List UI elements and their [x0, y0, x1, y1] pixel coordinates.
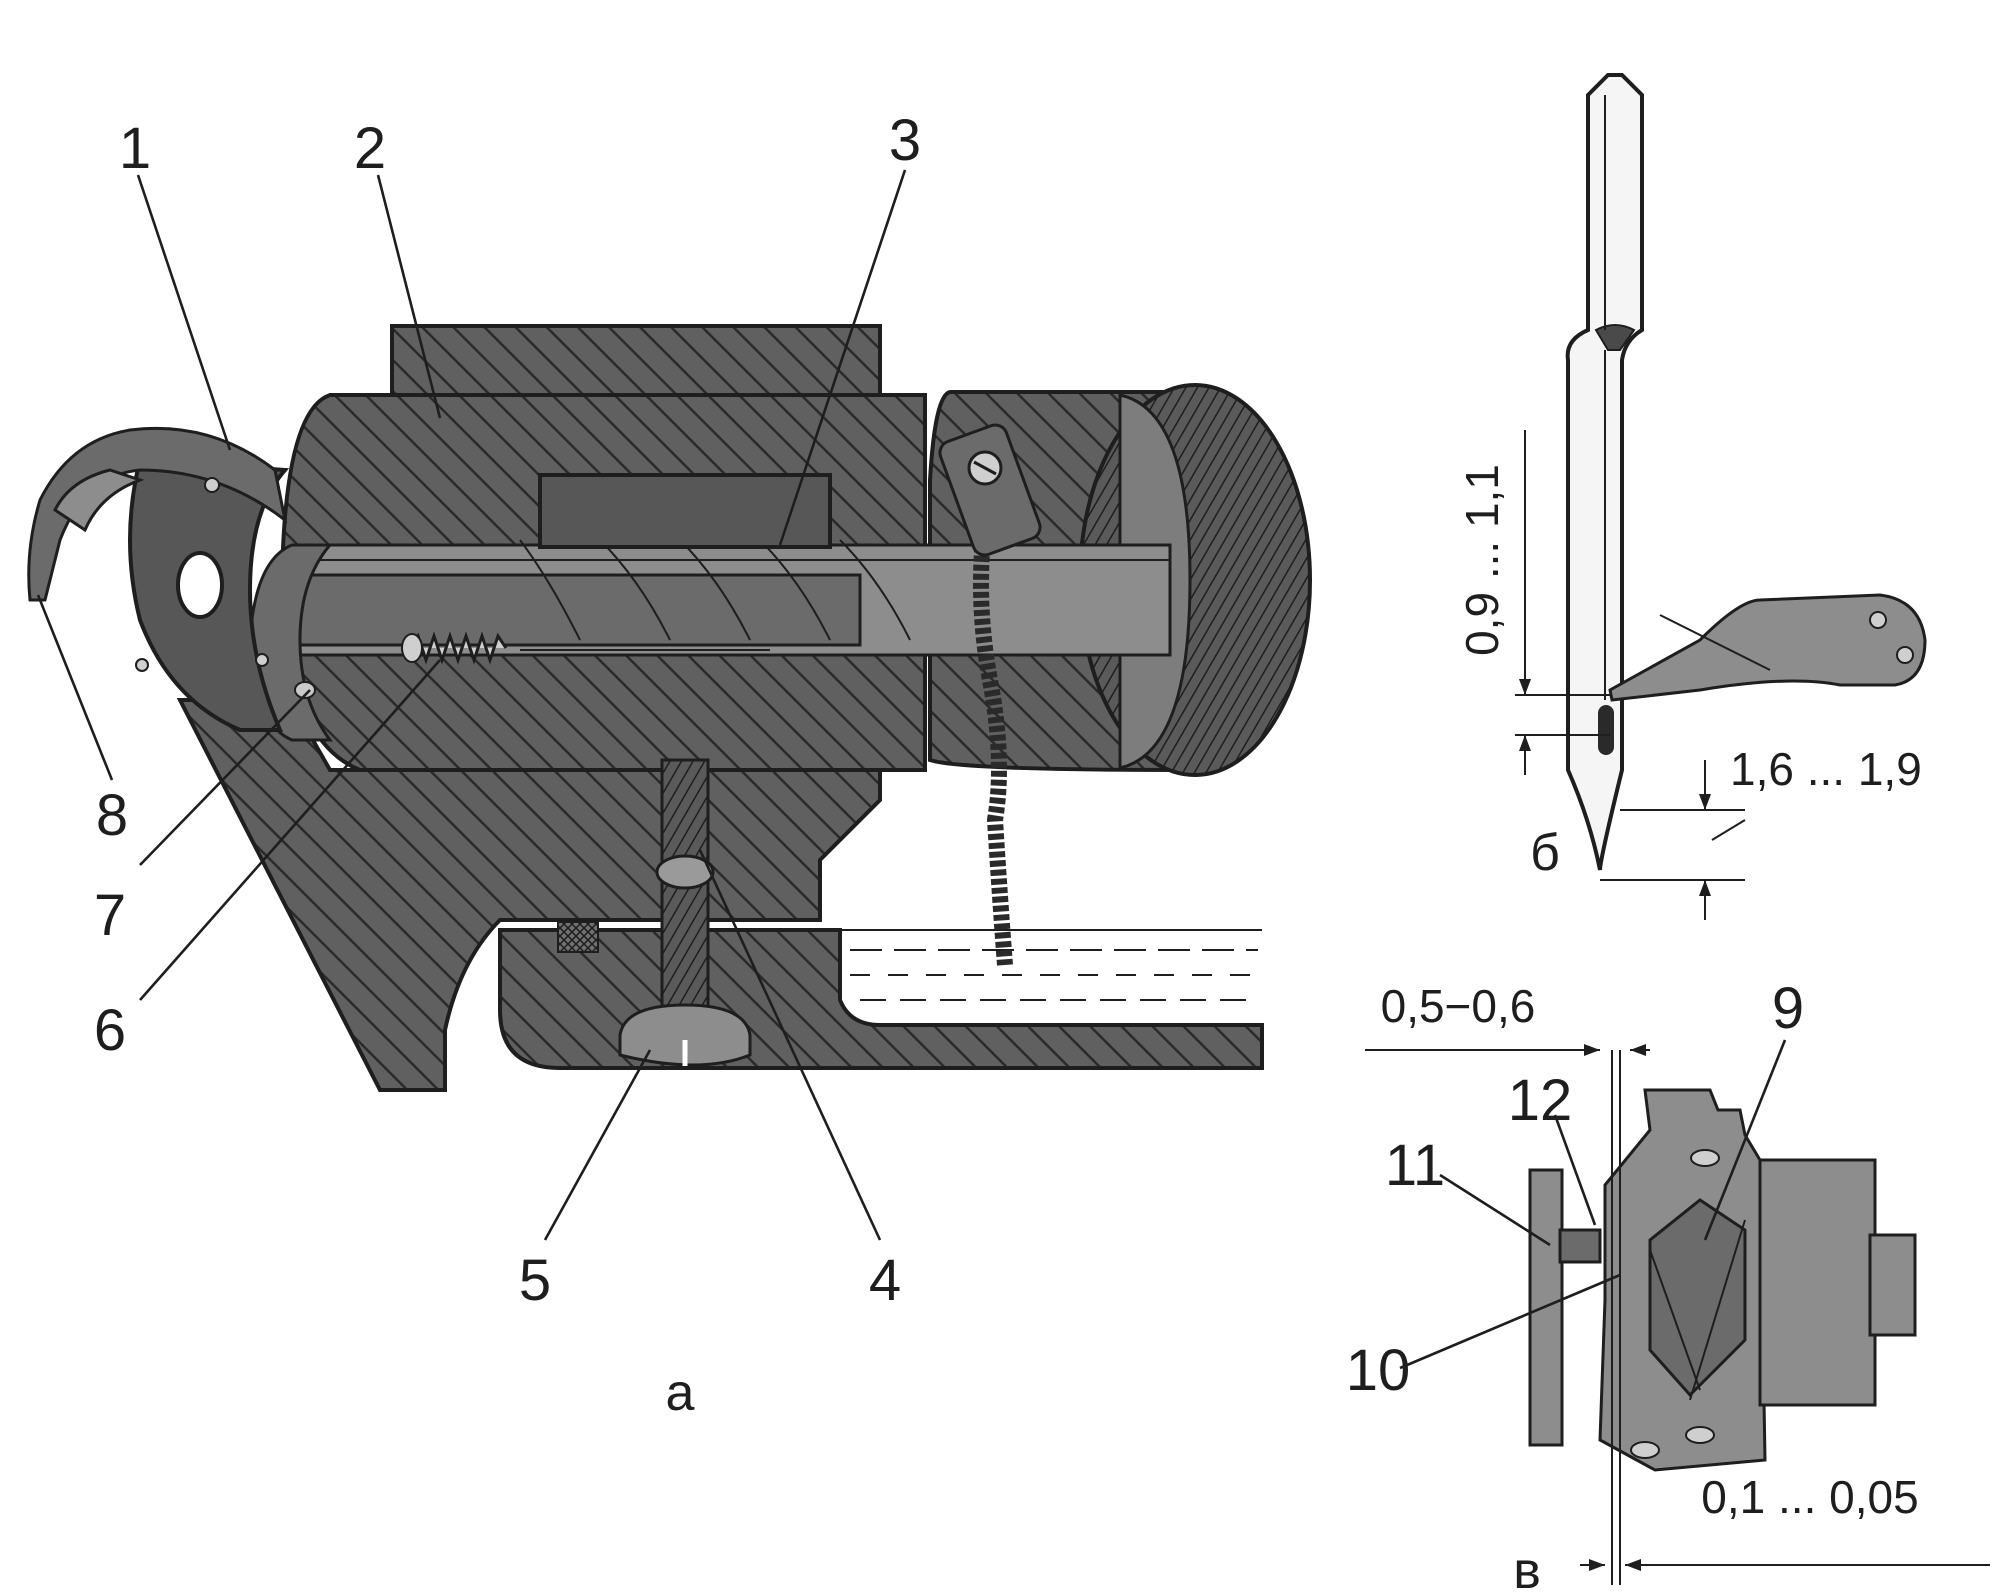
wick: [973, 519, 1013, 966]
part-label-12: 12: [1508, 1068, 1573, 1133]
oil-reservoir: [498, 921, 1264, 1070]
spiral-groove: [519, 539, 911, 641]
spring: [408, 631, 508, 665]
part-label-6: 6: [94, 998, 126, 1063]
hook-side-view: [1365, 1039, 1990, 1585]
bottom-gap-dimension: 0,1 ... 0,05: [1701, 1471, 1918, 1523]
top-clamp: [390, 324, 882, 398]
top-gap-dimension: 0,5−0,6: [1381, 980, 1536, 1032]
main-assembly: [27, 169, 1312, 1241]
view-label-v: в: [1513, 1542, 1541, 1595]
needle: [1565, 73, 1644, 871]
adjusting-screw: [618, 758, 752, 1067]
part-label-1: 1: [119, 116, 151, 181]
hook-point: [1608, 593, 1927, 702]
needle-view: [1515, 73, 1927, 920]
part-label-7: 7: [94, 883, 126, 948]
part-label-3: 3: [889, 108, 921, 173]
part-label-8: 8: [96, 783, 128, 848]
hook-dimension-lines: [1365, 1044, 1990, 1571]
needle-dimension-lines: [1515, 430, 1746, 920]
leader-lines-main: [36, 169, 907, 1241]
part-label-2: 2: [354, 116, 386, 181]
part-label-5: 5: [519, 1248, 551, 1313]
part-label-11: 11: [1385, 1133, 1445, 1198]
eye-gap-dimension: 0,9 ... 1,1: [1456, 464, 1508, 656]
part-label-9: 9: [1772, 976, 1804, 1041]
rotary-hook: [27, 426, 290, 732]
view-label-b: б: [1530, 824, 1560, 882]
part-label-10: 10: [1346, 1338, 1411, 1403]
tip-gap-dimension: 1,6 ... 1,9: [1730, 743, 1922, 795]
hook-basket: [1758, 1158, 1877, 1407]
part-label-4: 4: [869, 1248, 901, 1313]
view-label-a: а: [666, 1364, 695, 1422]
flange: [248, 543, 334, 742]
leader-lines-hook: [1399, 1039, 1787, 1370]
